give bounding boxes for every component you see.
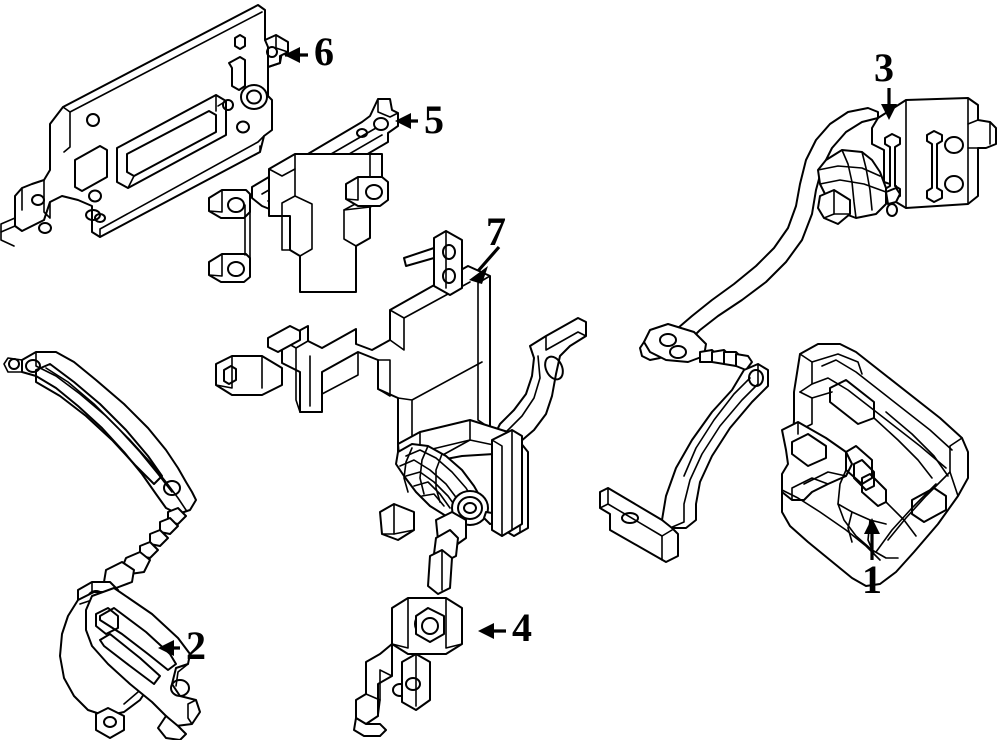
callout-leader-2: [158, 640, 180, 656]
callout-number-7: 7: [486, 209, 506, 254]
part-2-height-sensor-left: [3, 351, 201, 740]
part-support-bracket-right: [599, 363, 769, 563]
callout-number-6: 6: [314, 29, 334, 74]
part-6-mounting-plate: [0, 4, 289, 247]
callout-number-2: 2: [186, 623, 206, 668]
callout-leader-6: [284, 47, 308, 63]
callout-leader-1: [864, 518, 880, 560]
callout-number-1: 1: [862, 557, 882, 602]
callout-number-4: 4: [512, 605, 532, 650]
part-3-height-sensor-bracket-right: [639, 97, 997, 371]
callout-number-5: 5: [424, 97, 444, 142]
part-1-module-assembly: [781, 343, 969, 587]
callout-leader-5: [395, 113, 418, 129]
callout-number-3: 3: [874, 45, 894, 90]
part-4-actuator-linkage: [353, 317, 587, 737]
part-5-control-module: [208, 98, 399, 293]
callout-leader-7: [469, 245, 501, 284]
callout-leader-4: [478, 623, 506, 639]
callout-leader-3: [881, 88, 897, 120]
